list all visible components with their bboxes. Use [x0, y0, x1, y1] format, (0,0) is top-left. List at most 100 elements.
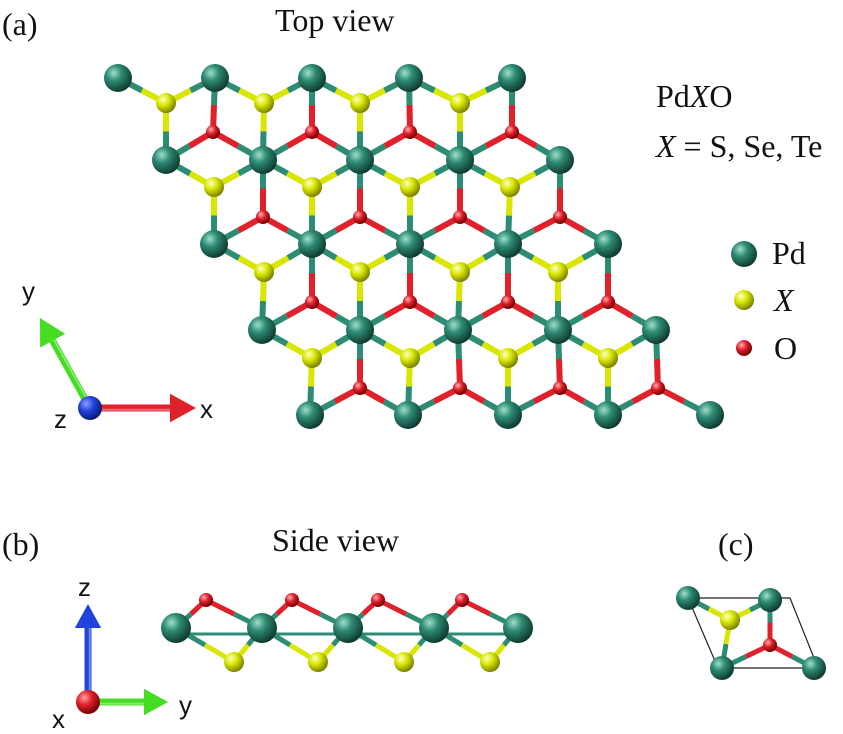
pd-atom [594, 230, 622, 258]
formula-name: PdXO [656, 80, 732, 112]
x-atom [400, 177, 420, 197]
o-atom [553, 381, 567, 395]
pd-atom [594, 401, 622, 429]
formula-line2-var: X [656, 128, 676, 164]
axis-side-y-label: y [179, 690, 192, 720]
pd-atom [544, 316, 572, 344]
side-pd-atom [419, 613, 449, 643]
axis-side-z-arrow [74, 604, 102, 702]
x-atom [598, 348, 618, 368]
formula-prefix: Pd [656, 78, 690, 114]
x-atom [400, 348, 420, 368]
x-atom [548, 262, 568, 282]
formula-line2-rest: = S, Se, Te [675, 128, 823, 164]
pd-atom [395, 64, 423, 92]
unit-cell-view [676, 586, 826, 680]
pd-atom [642, 316, 670, 344]
pd-atom [248, 316, 276, 344]
cell-pd-atom [758, 588, 782, 612]
pd-atom [494, 401, 522, 429]
x-atom [156, 93, 176, 113]
x-atom [450, 93, 470, 113]
x-atom [350, 262, 370, 282]
pd-atom [104, 64, 132, 92]
x-atom [254, 262, 274, 282]
pd-atom [444, 316, 472, 344]
panel-b-label: (b) [2, 526, 40, 562]
axis-top-y-label: y [22, 276, 35, 306]
o-atom [601, 295, 615, 309]
pd-atom [152, 146, 180, 174]
top-view-axes [40, 318, 196, 423]
axis-side-z-label: z [78, 572, 91, 602]
panel-a-title: Top view [275, 2, 395, 38]
axis-top-y-arrow [40, 318, 94, 410]
cell-x-atom [720, 610, 740, 630]
x-atom [204, 177, 224, 197]
x-atom [350, 93, 370, 113]
o-atom [505, 125, 519, 139]
pd-atom [446, 146, 474, 174]
formula-suffix: O [709, 78, 733, 114]
o-atom [553, 210, 567, 224]
axis-top-x-arrow [90, 393, 196, 423]
pd-atom [201, 64, 229, 92]
pd-atom [494, 230, 522, 258]
o-atom [305, 295, 319, 309]
x-atom [302, 177, 322, 197]
pd-atom [396, 230, 424, 258]
o-atom [403, 295, 417, 309]
pd-atom [298, 64, 326, 92]
o-atom [353, 381, 367, 395]
o-atom [651, 381, 665, 395]
legend-label-o: O [774, 330, 798, 366]
axis-side-x-label: x [52, 704, 65, 734]
x-atom [254, 93, 274, 113]
o-atom [353, 210, 367, 224]
cell-pd-atom [676, 586, 700, 610]
side-o-atom [285, 593, 299, 607]
legend-o-sphere [736, 340, 752, 356]
side-o-atom [371, 593, 385, 607]
pd-atom [296, 401, 324, 429]
x-atom [498, 348, 518, 368]
pd-atom [394, 401, 422, 429]
panel-a-label: (a) [2, 6, 38, 42]
side-x-atom [480, 652, 500, 672]
o-atom [206, 125, 220, 139]
pd-atom [498, 64, 526, 92]
side-view-axes [74, 604, 168, 716]
side-o-atom [455, 593, 469, 607]
panel-c-label: (c) [718, 526, 754, 562]
o-atom [305, 125, 319, 139]
pd-atom [346, 316, 374, 344]
side-x-atom [224, 652, 244, 672]
pd-atom [346, 146, 374, 174]
cell-pd-atom [710, 656, 734, 680]
legend-x-sphere [734, 290, 754, 310]
formula-var: X [689, 78, 710, 114]
pd-atom [249, 146, 277, 174]
cell-pd-atom [802, 656, 826, 680]
top-view-atoms [104, 64, 724, 429]
axis-top-z-label: z [54, 404, 67, 434]
side-pd-atom [333, 613, 363, 643]
legend-spheres [731, 241, 757, 356]
x-atom [500, 177, 520, 197]
o-atom [403, 125, 417, 139]
axis-top-z-origin [78, 396, 102, 420]
side-o-atom [199, 593, 213, 607]
side-view-structure [161, 593, 533, 672]
side-x-atom [308, 652, 328, 672]
pd-atom [200, 230, 228, 258]
x-atom [302, 348, 322, 368]
axis-top-x-label: x [200, 394, 213, 424]
cell-o-atom [763, 638, 777, 652]
pd-atom [298, 230, 326, 258]
side-x-atom [394, 652, 414, 672]
side-pd-atom [247, 613, 277, 643]
side-pd-atom [161, 613, 191, 643]
side-pd-atom [503, 613, 533, 643]
legend-label-x: X [774, 282, 794, 318]
